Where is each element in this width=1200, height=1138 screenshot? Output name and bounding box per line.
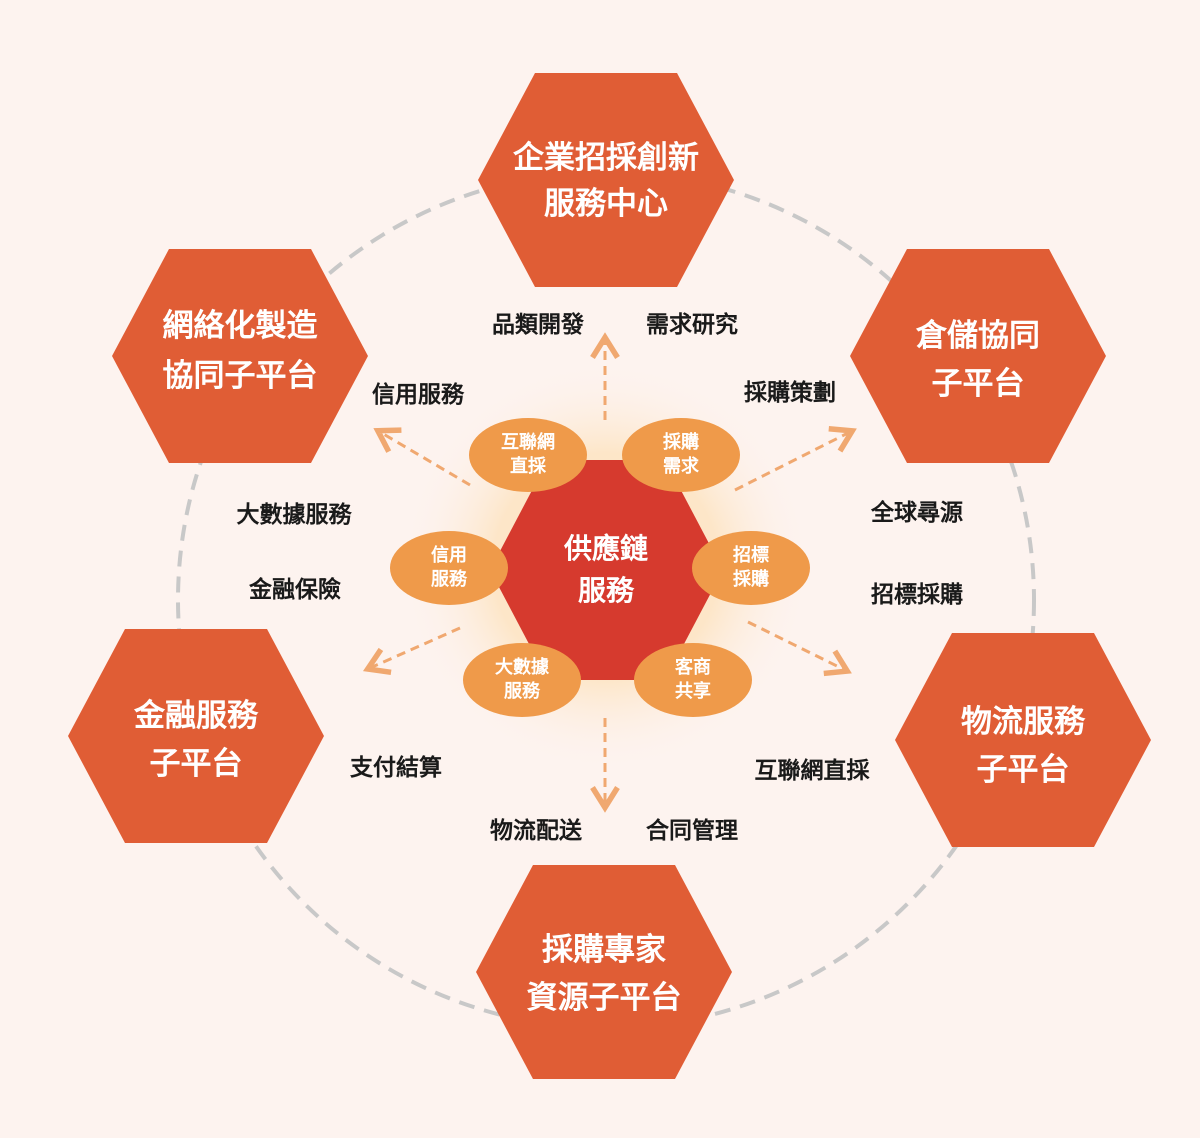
chip-line2: 服務 xyxy=(431,568,468,590)
platform-line2: 子平台 xyxy=(932,366,1025,402)
platform-line2: 子平台 xyxy=(150,746,243,782)
center-title-line1: 供應鏈 xyxy=(563,532,648,565)
label-payment-settlement: 支付結算 xyxy=(349,754,442,781)
platform-line1: 物流服務 xyxy=(961,704,1086,740)
platform-line2: 協同子平台 xyxy=(163,358,318,394)
arrow-upper-left xyxy=(373,427,471,487)
chip-line2: 需求 xyxy=(663,455,700,477)
chip-line2: 採購 xyxy=(733,568,769,590)
chip-line1: 採購 xyxy=(663,431,699,453)
platform-enterprise-procurement: 企業招採創新 服務中心 xyxy=(478,73,734,287)
platform-line2: 資源子平台 xyxy=(527,980,682,1016)
platform-warehouse: 倉儲協同 子平台 xyxy=(850,249,1106,463)
chip-tender-procurement: 招標 採購 xyxy=(692,531,810,605)
platform-line1: 倉儲協同 xyxy=(915,318,1040,354)
platform-procurement-experts: 採購專家 資源子平台 xyxy=(476,865,732,1079)
label-logistics-delivery: 物流配送 xyxy=(490,817,582,844)
platform-line1: 金融服務 xyxy=(133,698,259,734)
label-global-sourcing: 全球尋源 xyxy=(870,499,963,526)
chip-line1: 招標 xyxy=(733,544,769,566)
chip-line2: 共享 xyxy=(675,680,711,702)
label-contract-management: 合同管理 xyxy=(646,817,738,844)
platform-line1: 網絡化製造 xyxy=(163,308,318,344)
platform-line1: 企業招採創新 xyxy=(513,140,699,176)
platform-logistics: 物流服務 子平台 xyxy=(895,633,1151,847)
platform-line1: 採購專家 xyxy=(542,932,666,968)
chip-big-data: 大數據 服務 xyxy=(463,643,581,717)
platform-finance: 金融服務 子平台 xyxy=(68,629,324,843)
platform-line2: 服務中心 xyxy=(544,186,668,222)
chip-merchant-share: 客商 共享 xyxy=(634,643,752,717)
label-internet-direct: 互聯網直採 xyxy=(755,757,871,784)
chip-internet-direct: 互聯網 直採 xyxy=(469,418,587,492)
label-finance-insurance: 金融保險 xyxy=(248,576,341,603)
label-tender-procurement: 招標採購 xyxy=(871,581,963,608)
label-category-development: 品類開發 xyxy=(492,312,584,338)
label-credit-service: 信用服務 xyxy=(372,381,465,408)
arrow-upper-right xyxy=(734,425,857,492)
arrow-lower-left xyxy=(362,626,461,676)
chip-procurement-demand: 採購 需求 xyxy=(622,418,740,492)
label-demand-research: 需求研究 xyxy=(646,311,738,338)
label-procurement-planning: 採購策劃 xyxy=(744,379,836,406)
arrow-lower-right xyxy=(747,620,852,677)
label-big-data-service: 大數據服務 xyxy=(237,501,353,528)
chip-line1: 互聯網 xyxy=(501,431,555,453)
chip-line2: 服務 xyxy=(504,680,541,702)
chip-line2: 直採 xyxy=(510,455,547,477)
center-hexagon xyxy=(490,460,723,680)
platform-networked-manufacturing: 網絡化製造 協同子平台 xyxy=(112,249,368,463)
chip-line1: 大數據 xyxy=(495,656,550,678)
chip-line1: 客商 xyxy=(675,656,711,678)
chip-line1: 信用 xyxy=(431,544,467,566)
platform-line2: 子平台 xyxy=(977,752,1070,788)
chip-credit-service: 信用 服務 xyxy=(390,531,508,605)
center-title-line2: 服務 xyxy=(578,574,635,607)
